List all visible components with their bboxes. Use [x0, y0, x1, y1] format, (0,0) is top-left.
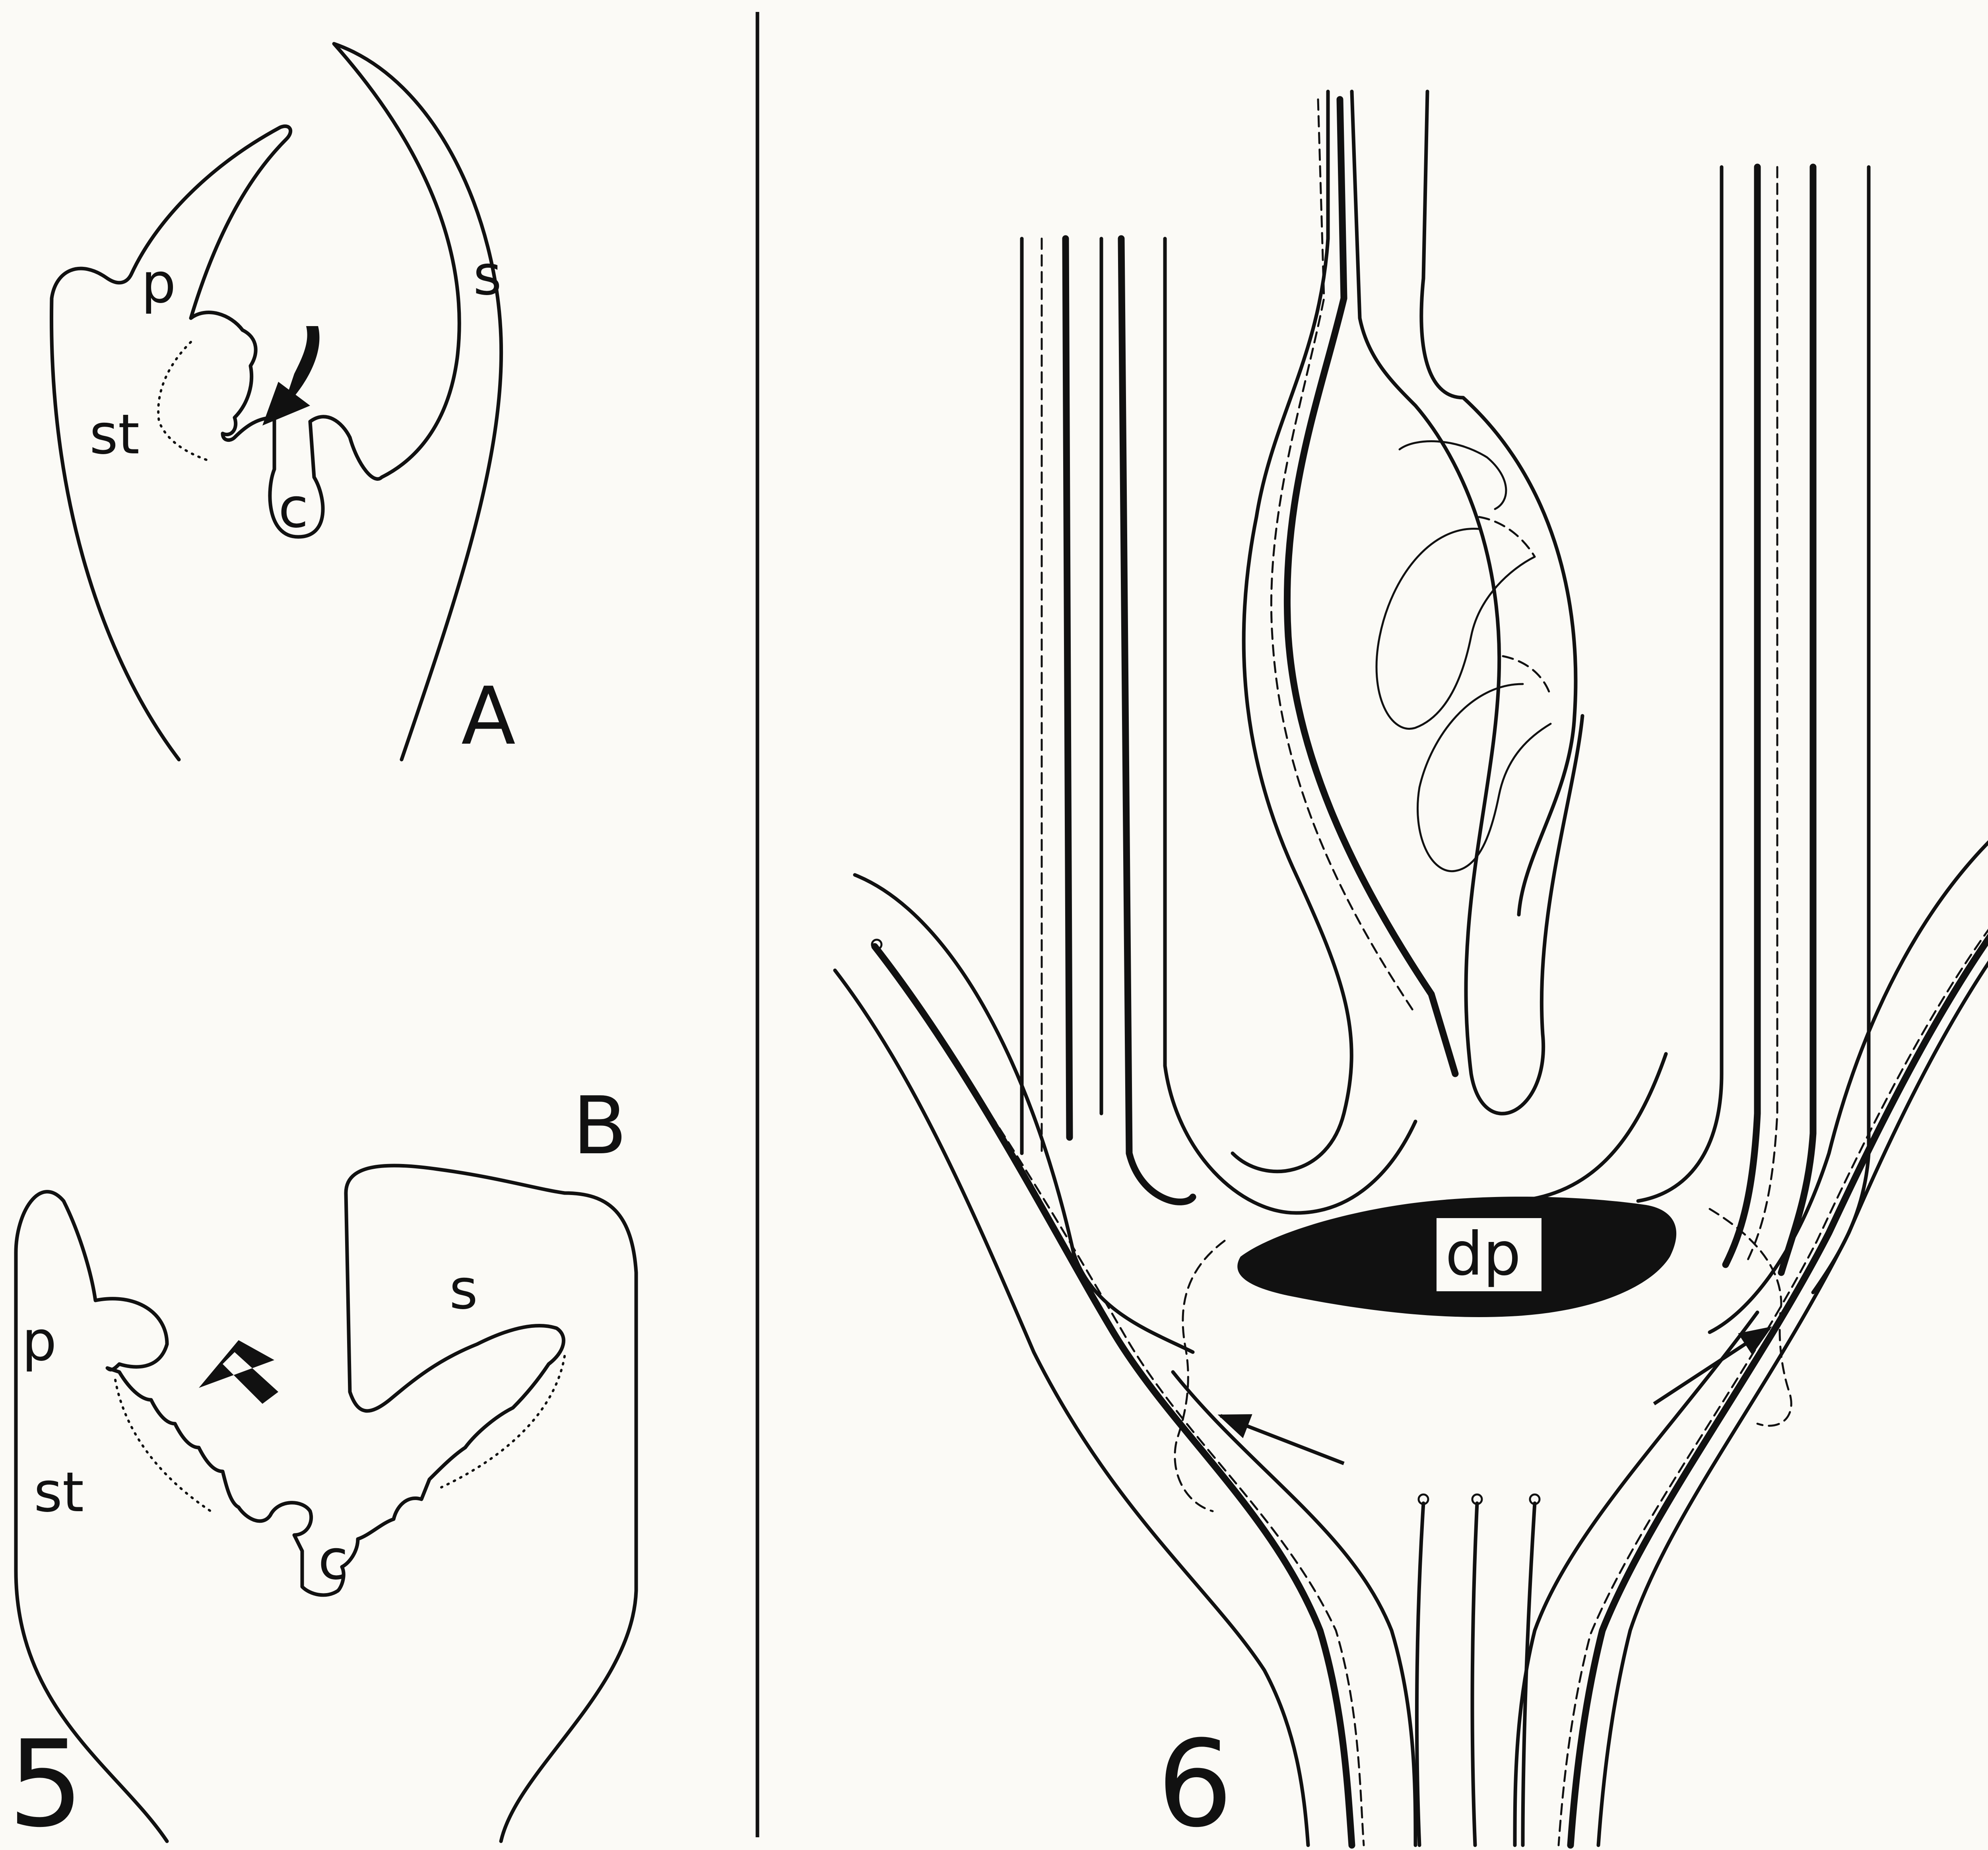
- anther-arrow-b: [199, 1340, 278, 1404]
- petal-right-inner: [1515, 1312, 1757, 1845]
- flower-outline-b: [16, 1166, 636, 1841]
- stamen-right-inner: [1813, 167, 1869, 1292]
- style-bold-line: [1287, 99, 1455, 1074]
- ovule-1: [1400, 441, 1506, 509]
- anther-arrow-a: [262, 326, 319, 426]
- label-c-b: c: [318, 1528, 348, 1592]
- label-c-a: c: [278, 476, 309, 540]
- bundle-2: [1472, 1503, 1477, 1845]
- funicle-lines: [1479, 517, 1551, 696]
- panel-tag-a: A: [461, 670, 516, 763]
- label-s-a: s: [473, 243, 502, 307]
- bundle-1: [1417, 1503, 1423, 1845]
- central-style-outer: [1352, 91, 1582, 1113]
- panel-tag-b: B: [573, 1080, 627, 1172]
- figure-number-5: 5: [8, 1715, 84, 1850]
- stamen-left-loop: [1165, 1066, 1415, 1213]
- stamen-left-bold-2: [1121, 239, 1193, 1202]
- figure-5-panel-a: p s st c A: [51, 44, 515, 763]
- petal-left-dash: [887, 962, 1364, 1845]
- style-right-line: [1421, 91, 1576, 915]
- filament-boundary-a: [158, 342, 211, 461]
- bundle-3: [1523, 1503, 1535, 1845]
- label-st-a: st: [89, 402, 140, 466]
- label-st-b: st: [34, 1460, 84, 1524]
- stamen-right-dash: [1745, 167, 1777, 1265]
- petal-right-2: [1598, 867, 1988, 1845]
- petal-left-outer: [855, 875, 1193, 1352]
- central-style-left: [1233, 91, 1351, 1172]
- label-s-b: s: [449, 1257, 478, 1321]
- stamen-left-bold: [1066, 239, 1070, 1137]
- stamen-right-bold-2: [1781, 167, 1813, 1273]
- label-p-b: p: [22, 1309, 57, 1373]
- stamen-right-outer: [1638, 167, 1722, 1201]
- petal-right-dash: [1559, 875, 1988, 1845]
- petal-left-bold: [875, 946, 1352, 1845]
- label-p-a: p: [141, 251, 176, 315]
- arrow-left: [1221, 1416, 1344, 1463]
- figure-6: dp: [835, 91, 1988, 1845]
- stamen-right-bold: [1726, 167, 1757, 1265]
- figure-number-6: 6: [1157, 1715, 1233, 1850]
- filament-boundary-b-right: [441, 1356, 565, 1487]
- figure-5-panel-b: p s st c B: [16, 1080, 636, 1841]
- label-dp: dp: [1445, 1220, 1521, 1289]
- ovule-2: [1376, 529, 1535, 729]
